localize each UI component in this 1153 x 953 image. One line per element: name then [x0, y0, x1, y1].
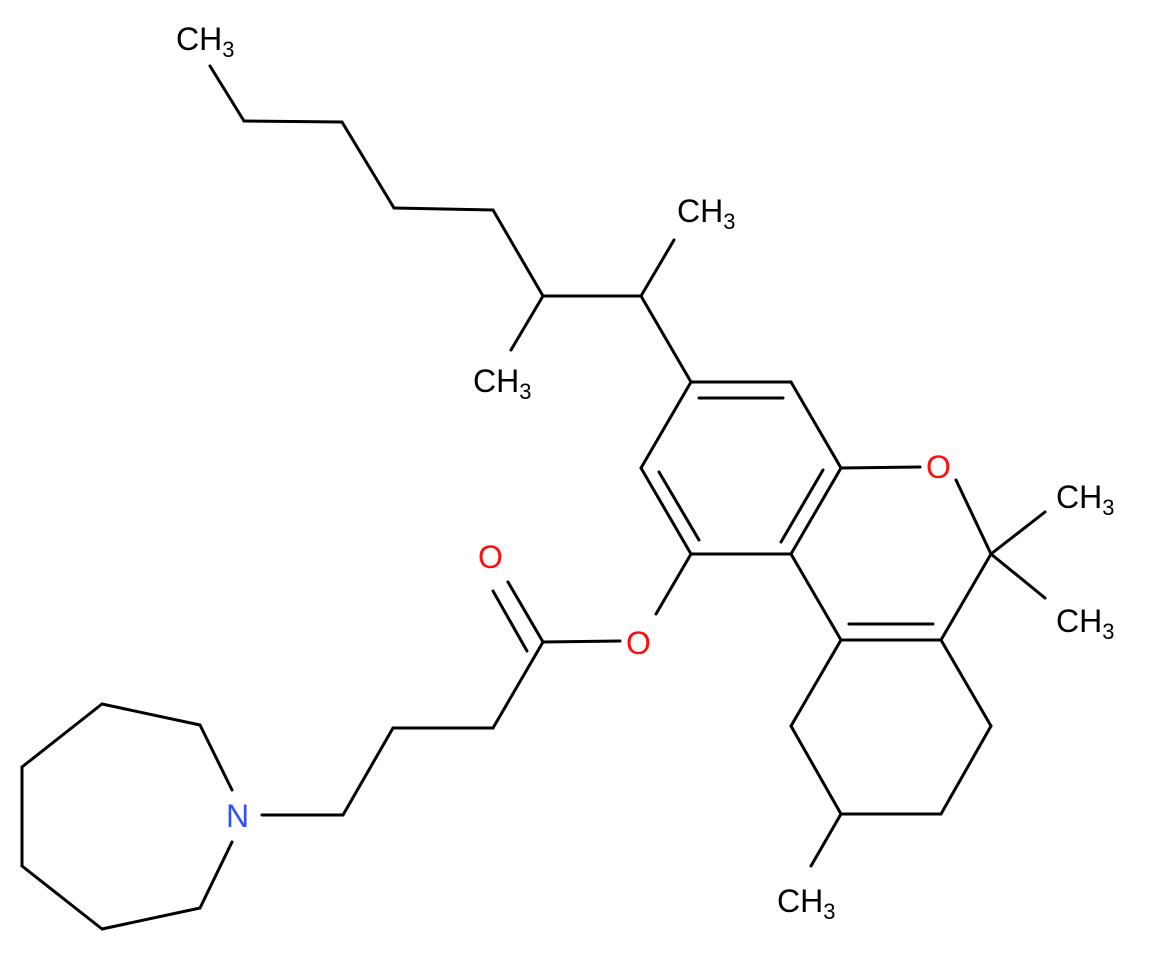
bond — [989, 510, 1047, 556]
bond — [491, 640, 545, 730]
bond — [789, 552, 843, 642]
bond — [779, 468, 825, 544]
bond — [20, 702, 104, 769]
nitrogen-label-azepane: N — [226, 798, 249, 834]
bond — [100, 906, 202, 931]
bond — [789, 466, 843, 556]
bond — [198, 840, 234, 910]
bond — [340, 120, 396, 210]
bond — [789, 638, 843, 728]
bond — [541, 639, 622, 644]
oxygen-label-ring: O — [926, 449, 951, 485]
methyl-label-ring: CH3 — [777, 883, 835, 924]
methyl-label-gem-lower: CH3 — [1056, 603, 1114, 644]
bond — [392, 206, 495, 212]
bond — [506, 580, 545, 644]
bond — [839, 465, 922, 470]
bonds — [20, 64, 1047, 931]
bond — [208, 64, 246, 123]
bond — [954, 478, 993, 556]
atom-labels: CH3 CH3 CH3 O CH3 CH3 O O CH3 N — [176, 21, 1114, 924]
bond — [639, 466, 693, 556]
bond — [639, 294, 693, 384]
bond — [509, 294, 545, 352]
bond — [20, 864, 104, 931]
bond — [939, 638, 993, 728]
bond — [491, 208, 545, 298]
bond — [989, 552, 1047, 600]
bond — [939, 724, 993, 816]
bond — [242, 119, 344, 124]
methyl-label-gem-upper: CH3 — [1056, 479, 1114, 520]
bond — [341, 726, 395, 817]
methyl-label-branch-lower: CH3 — [473, 363, 531, 404]
bond — [491, 589, 529, 653]
oxygen-label-ester: O — [626, 625, 651, 661]
bond — [639, 380, 693, 470]
bond — [654, 552, 693, 616]
methyl-label-chain-end: CH3 — [176, 21, 234, 62]
bond — [809, 812, 843, 868]
methyl-label-branch-upper: CH3 — [677, 193, 735, 234]
bond — [198, 723, 234, 792]
bond — [789, 724, 843, 816]
bond — [100, 702, 202, 727]
bond — [639, 238, 676, 298]
bond — [789, 380, 843, 470]
bond — [657, 470, 701, 542]
bond — [939, 552, 993, 642]
oxygen-label-carbonyl: O — [478, 539, 503, 575]
